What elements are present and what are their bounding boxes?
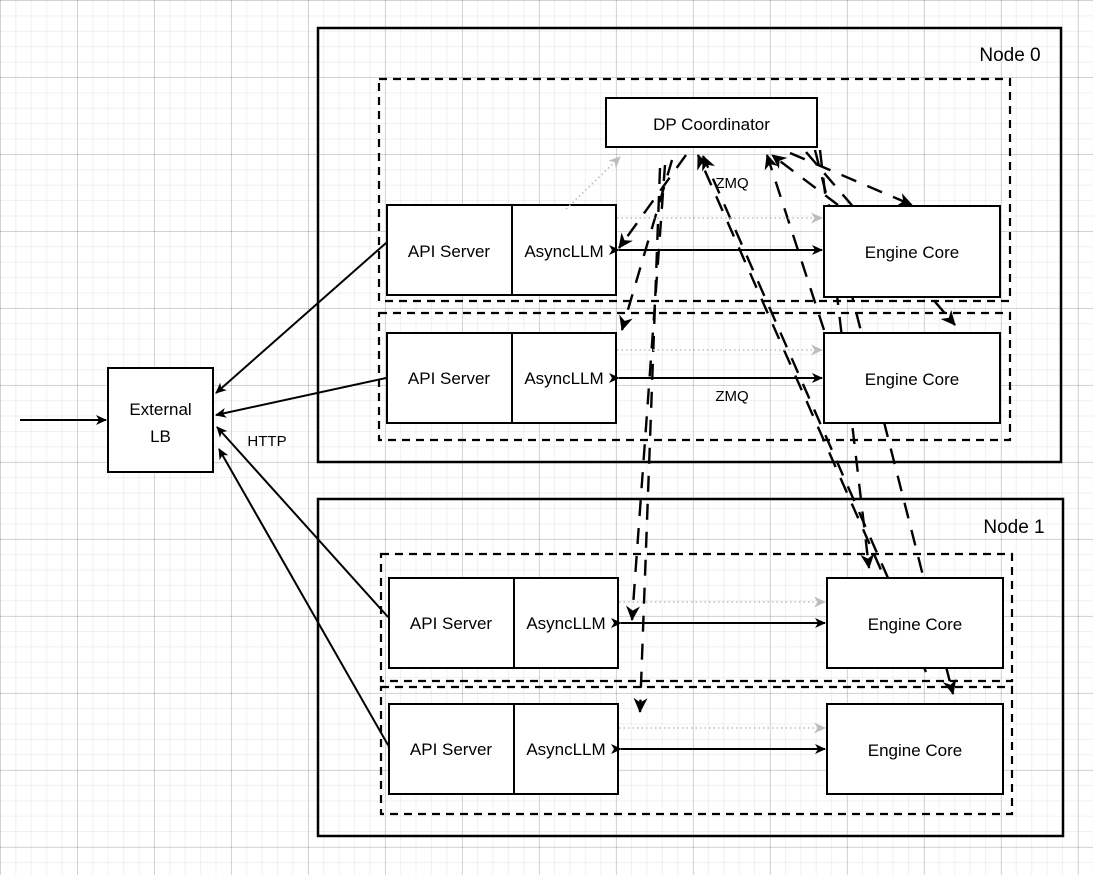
external-lb[interactable]: External LB (107, 367, 214, 473)
node-1-group-1-frame (379, 685, 1014, 816)
edge-zmq-coordinator-to-n0ec0 (789, 151, 913, 207)
n0-g0-engine-core-box[interactable] (823, 205, 1001, 298)
edge-http-lb-n1api0 (216, 426, 399, 628)
edge-zmq-n1ec0-to-coordinator (701, 155, 890, 579)
n1-g1-api-server-label: API Server (410, 740, 493, 759)
n0-g1-engine-core-box[interactable] (823, 332, 1001, 424)
edge-zmq-coordinator-to-n0async0 (618, 154, 687, 249)
edge-http-lb-n0api1 (215, 370, 397, 418)
node-1-label: Node 1 (983, 517, 1044, 538)
edge-internal-n0-g0-async-to-coordinator (565, 156, 621, 210)
dp-coordinator[interactable]: DP Coordinator (605, 97, 818, 148)
node-0-group-1: API Server AsyncLLM Engine Core (386, 332, 1001, 424)
n1-g1-engine-core-box[interactable] (826, 703, 1004, 795)
http-edge-label: HTTP (247, 433, 286, 450)
zmq-label-node0-bottom: ZMQ (715, 388, 748, 405)
n1-g0-api-async-box[interactable] (388, 577, 619, 669)
node-0-label: Node 0 (979, 45, 1040, 66)
node-1-group-1: API Server AsyncLLM Engine Core (388, 703, 1004, 795)
n0-g1-api-async-box[interactable] (386, 332, 617, 424)
http-edges (215, 232, 399, 757)
edge-zmq-n0ec0-to-coordinator (771, 154, 839, 206)
external-lb-label-line2: LB (150, 427, 171, 446)
n1-g0-engine-core-box[interactable] (826, 577, 1004, 669)
n1-g1-engine-core-label: Engine Core (868, 741, 963, 760)
n1-g0-api-server-label: API Server (410, 614, 493, 633)
node-0-group-0: API Server AsyncLLM Engine Core (386, 156, 1001, 298)
zmq-label-node0-top: ZMQ (715, 175, 748, 192)
n0-g0-api-server-label: API Server (408, 242, 491, 261)
node-0-group-0-frame (377, 77, 1012, 303)
edge-zmq-coordinator-to-n1async0 (626, 164, 667, 621)
n0-g1-engine-core-label: Engine Core (865, 370, 960, 389)
edge-http-lb-n1api1 (218, 448, 398, 757)
external-lb-label-line1: External (129, 400, 191, 419)
edge-http-lb-n0api0 (215, 232, 397, 394)
n0-g1-async-llm-label: AsyncLLM (524, 369, 603, 388)
dp-coordinator-label: DP Coordinator (653, 115, 770, 134)
n0-g0-async-llm-label: AsyncLLM (524, 242, 603, 261)
edge-zmq-n0ec1-to-coordinator (764, 154, 826, 331)
node-0-group-1-frame (377, 311, 1012, 442)
n0-g1-api-server-label: API Server (408, 369, 491, 388)
n1-g1-async-llm-label: AsyncLLM (526, 740, 605, 759)
n1-g0-async-llm-label: AsyncLLM (526, 614, 605, 633)
n0-g0-engine-core-label: Engine Core (865, 243, 960, 262)
n1-g1-api-async-box[interactable] (388, 703, 619, 795)
node-1-group-0: API Server AsyncLLM Engine Core (388, 577, 1004, 669)
n0-g0-api-async-box[interactable] (386, 204, 617, 296)
dp-coordinator-box[interactable] (605, 97, 818, 148)
node-1-group-0-frame (379, 552, 1014, 683)
n1-g0-engine-core-label: Engine Core (868, 615, 963, 634)
external-lb-box[interactable] (107, 367, 214, 473)
